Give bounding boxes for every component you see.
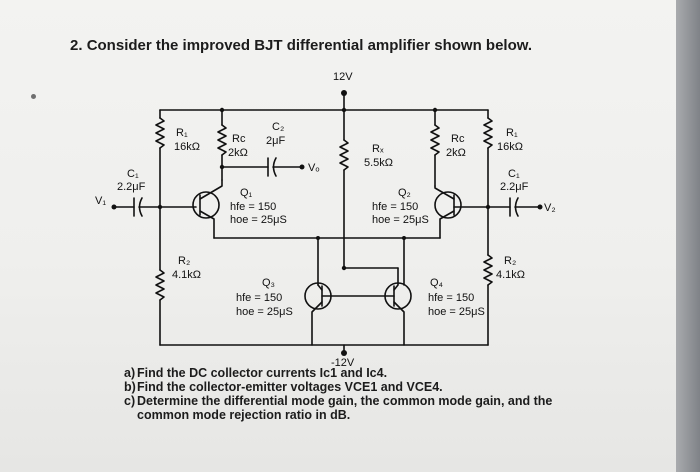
q3-name: Q₃ [262,277,275,289]
right-rc-value: 2kΩ [446,147,466,159]
left-c1-name: C₁ [127,168,139,180]
subquestion-text: Find the collector-emitter voltages VCE1… [137,380,443,394]
right-r1-value: 16kΩ [497,141,523,153]
left-r1-value: 16kΩ [174,141,200,153]
rx-junction [341,265,347,271]
rc-rail-junction [219,107,225,113]
q2-hoe: hoe = 25μS [372,214,429,226]
left-base-junction [157,204,163,210]
left-collector-junction [219,164,225,170]
right-r2-name: R₂ [504,255,516,267]
right-r2-resistor [483,254,493,286]
q3-hfe: hfe = 150 [236,292,282,304]
question-heading: 2. Consider the improved BJT differentia… [70,37,532,54]
q4-collector [393,267,399,291]
left-rc-resistor [217,124,227,156]
vcc-terminal [341,90,347,96]
left-r1-resistor [155,117,165,149]
vee-terminal [341,350,347,356]
q3-node-junction [316,236,320,240]
q2-transistor-body [434,191,462,219]
v2-label: V₂ [544,202,556,214]
v1-label: V₁ [95,195,106,207]
subquestion-tag: c) [124,394,136,408]
subquestion-b: b) Find the collector-emitter voltages V… [124,380,594,394]
rx-resistor [339,139,349,171]
q1-collector [199,179,223,200]
vo-label: Vₒ [308,162,320,174]
question-number: 2. [70,37,83,54]
vee-label: -12V [331,357,355,369]
left-r1-name: R₁ [176,127,188,139]
right-r1-resistor [483,117,493,149]
q2-hfe: hfe = 150 [372,201,418,213]
c2-value: 2μF [266,135,285,147]
page-edge-shadow [676,0,700,472]
right-c1-name: C₁ [508,168,520,180]
right-base-junction [485,204,491,210]
paper-speck [31,94,36,99]
q4-name: Q₄ [430,277,444,289]
rx-value: 5.5kΩ [364,157,393,169]
v2-terminal [537,204,543,210]
right-c1-value: 2.2μF [500,181,529,193]
subquestion-c: c) Determine the differential mode gain,… [124,394,594,422]
c2-name: C₂ [272,121,284,133]
left-rc-value: 2kΩ [228,147,248,159]
q4-hfe: hfe = 150 [428,292,474,304]
subquestion-text: Determine the differential mode gain, th… [137,394,553,422]
q3-collector [317,284,323,291]
subquestion-text: Find the DC collector currents Ic1 and I… [137,366,388,380]
right-rc-rail-junction [432,107,438,113]
question-text: Consider the improved BJT differential a… [86,37,533,54]
right-rc-resistor [430,124,440,156]
rx-name: Rₓ [372,143,384,155]
q2-name: Q₂ [398,187,411,199]
left-r2-value: 4.1kΩ [172,269,201,281]
left-r2-name: R₂ [178,255,190,267]
rx-rail-junction [341,107,347,113]
subquestion-a: a) Find the DC collector currents Ic1 an… [124,366,594,380]
vo-terminal [299,164,305,170]
right-r1-name: R₁ [506,127,518,139]
q3-hoe: hoe = 25μS [236,306,293,318]
worksheet-page [0,0,676,472]
q4-emitter [393,301,405,346]
subquestion-tag: a) [124,366,136,380]
q1-transistor-body [192,191,220,219]
left-r2-resistor [155,269,165,301]
q1-name: Q₁ [240,187,253,199]
subquestion-tag: b) [124,380,136,394]
subquestion-list: a) Find the DC collector currents Ic1 an… [124,366,594,422]
q2-collector [434,185,455,200]
vcc-label: 12V [333,71,353,83]
right-rc-name: Rc [451,133,465,145]
q4-node-junction [402,236,406,240]
left-rc-name: Rc [232,133,246,145]
q1-hoe: hoe = 25μS [230,214,287,226]
q3-emitter [311,301,323,346]
q1-hfe: hfe = 150 [230,201,276,213]
v1-terminal [111,204,117,210]
q1-emitter [199,210,215,239]
left-c1-value: 2.2μF [117,181,146,193]
q2-emitter [439,210,455,239]
q4-hoe: hoe = 25μS [428,306,485,318]
right-r2-value: 4.1kΩ [496,269,525,281]
